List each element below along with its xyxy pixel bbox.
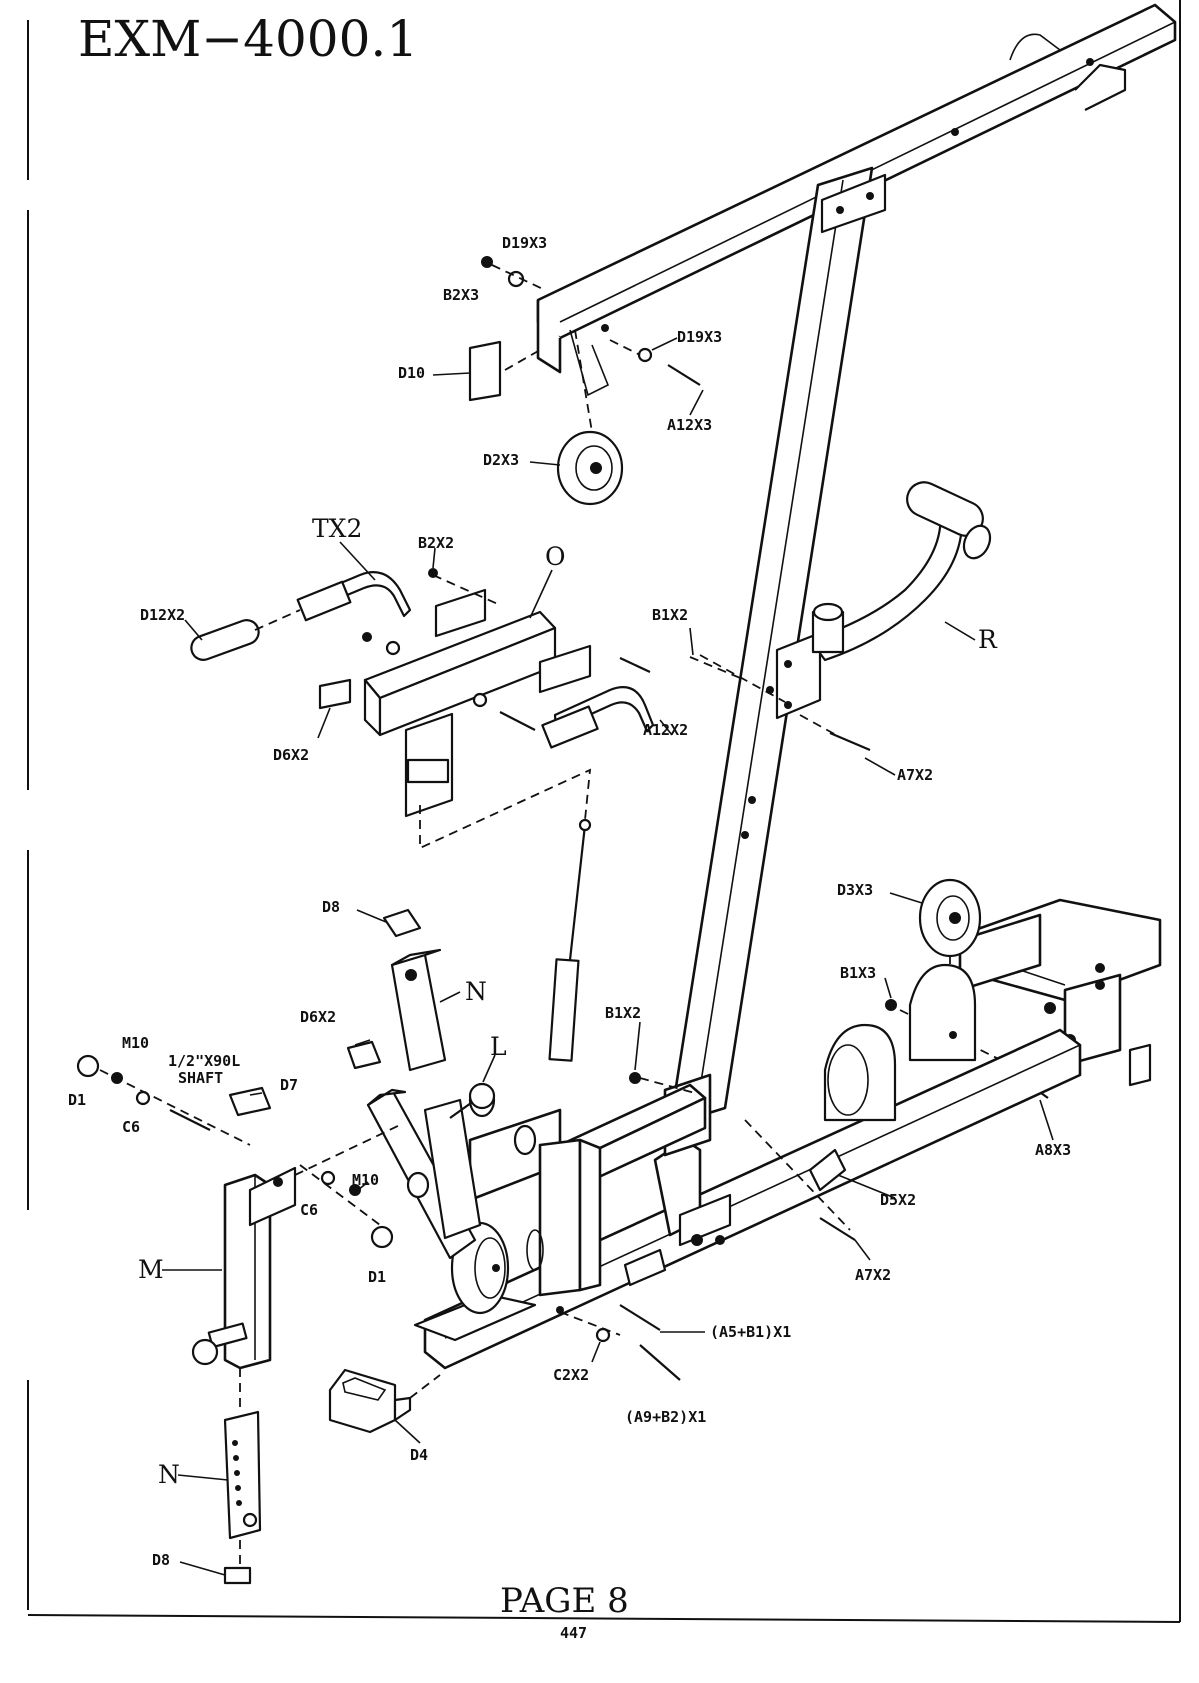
cap-d7 xyxy=(230,1088,270,1115)
label-a12x3: A12X3 xyxy=(667,416,712,434)
label-o: O xyxy=(545,542,566,571)
label-d10: D10 xyxy=(398,364,425,382)
label-d8-bottom: D8 xyxy=(152,1551,170,1569)
label-d12x2: D12X2 xyxy=(140,606,185,624)
gas-strut xyxy=(550,820,590,1061)
page-number: 447 xyxy=(560,1624,587,1642)
part-labels: D19X3 B2X3 D19X3 D10 A12X3 D2X3 TX2 B2X2… xyxy=(68,234,1071,1569)
nut-b1-mid xyxy=(629,1072,641,1084)
page-border xyxy=(28,0,1180,1622)
label-a5b1: (A5+B1)X1 xyxy=(710,1323,791,1341)
label-d2x3: D2X3 xyxy=(483,451,519,469)
cap-d8-bottom xyxy=(225,1568,250,1583)
label-l: L xyxy=(490,1032,507,1061)
label-m10-left: M10 xyxy=(122,1034,149,1052)
label-d3x3: D3X3 xyxy=(837,881,873,899)
label-d19x3-top: D19X3 xyxy=(502,234,547,252)
shaft xyxy=(170,1110,210,1130)
label-a9b2: (A9+B2)X1 xyxy=(625,1408,706,1426)
label-n-top: N xyxy=(465,977,487,1006)
label-d1-left: D1 xyxy=(68,1091,86,1109)
seat-frame-o xyxy=(188,568,653,816)
leader-lines xyxy=(162,338,1053,1575)
label-b1x2-mid: B1X2 xyxy=(605,1004,641,1022)
label-d6x2-top: D6X2 xyxy=(273,746,309,764)
label-r: R xyxy=(978,625,998,654)
label-n-bottom: N xyxy=(158,1460,180,1489)
label-c6-mid: C6 xyxy=(300,1201,318,1219)
label-a12x2: A12X2 xyxy=(643,721,688,739)
label-b1x2-top: B1X2 xyxy=(652,606,688,624)
cap-d8-top xyxy=(384,910,420,936)
cap-d6-mid xyxy=(348,1042,380,1068)
label-a7x2-bottom: A7X2 xyxy=(855,1266,891,1284)
pulley-d3 xyxy=(920,880,980,956)
nut-b1x3 xyxy=(885,999,897,1011)
upright-m xyxy=(193,1168,295,1368)
nut-b2-top xyxy=(481,256,493,268)
page-label: PAGE 8 xyxy=(500,1581,629,1621)
label-b1x3: B1X3 xyxy=(840,964,876,982)
bolt-a5 xyxy=(620,1305,660,1330)
label-a7x2-top: A7X2 xyxy=(897,766,933,784)
bolt-a12-top xyxy=(668,365,700,385)
bolt-a9 xyxy=(640,1345,680,1380)
label-m10-mid: M10 xyxy=(352,1171,379,1189)
pulley-d2 xyxy=(558,432,622,504)
cap-d1-left xyxy=(78,1056,98,1076)
post-n-bottom xyxy=(225,1412,260,1538)
label-m: M xyxy=(138,1255,164,1284)
label-shaft-line1: 1/2"X90L xyxy=(168,1052,240,1070)
label-d5x2: D5X2 xyxy=(880,1191,916,1209)
label-d8-top: D8 xyxy=(322,898,340,916)
label-a8x3: A8X3 xyxy=(1035,1141,1071,1159)
label-b2x3: B2X3 xyxy=(443,286,479,304)
cap-d1-mid xyxy=(372,1227,392,1247)
washer-d19-right xyxy=(639,349,651,361)
label-c6-left: C6 xyxy=(122,1118,140,1136)
model-title: EXM−4000.1 xyxy=(78,10,418,68)
label-d1-mid: D1 xyxy=(368,1268,386,1286)
label-tx2: TX2 xyxy=(312,514,362,543)
label-d6x2-mid: D6X2 xyxy=(300,1008,336,1026)
washer-c6-mid xyxy=(322,1172,334,1184)
label-shaft-line2: SHAFT xyxy=(178,1069,223,1087)
label-d7: D7 xyxy=(280,1076,298,1094)
label-c2x2: C2X2 xyxy=(553,1366,589,1384)
end-cap-d10 xyxy=(470,342,500,400)
post-n-top xyxy=(392,950,445,1070)
label-d4: D4 xyxy=(410,1446,428,1464)
label-b2x2: B2X2 xyxy=(418,534,454,552)
label-d19x3-right: D19X3 xyxy=(677,328,722,346)
bottom-rail xyxy=(425,1030,1080,1368)
